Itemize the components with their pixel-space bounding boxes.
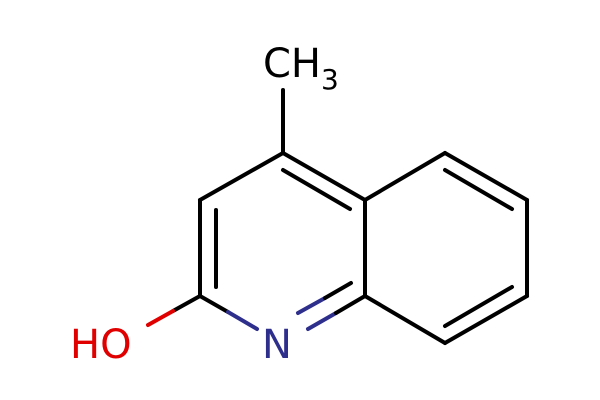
bond-c4a-c4 bbox=[281, 151, 367, 202]
methyl-subscript-text: 3 bbox=[321, 63, 339, 96]
bond-n-c8a-blue bbox=[306, 311, 338, 331]
bond-c5-c6 bbox=[443, 151, 529, 202]
bond-c2-o-red bbox=[146, 309, 175, 327]
bond-c2-n-blue bbox=[226, 310, 259, 331]
bond-n-c8a-inner-blue bbox=[296, 296, 327, 315]
bond-c4a-c4-inner bbox=[281, 168, 352, 211]
bond-c7-c8-inner bbox=[443, 285, 514, 328]
bond-c4-c3 bbox=[198, 151, 285, 202]
bond-c8-c8a bbox=[363, 294, 447, 345]
bond-c4a-c5 bbox=[363, 151, 447, 202]
bond-lines bbox=[146, 88, 529, 345]
bond-n-c8a-inner-black bbox=[323, 281, 353, 300]
methyl-main-text: CH bbox=[263, 41, 321, 87]
bond-c2-n-black bbox=[198, 294, 230, 314]
bond-c5-c6-inner bbox=[443, 168, 514, 211]
hydroxyl-label: HO bbox=[70, 322, 132, 368]
methyl-label: CH3 bbox=[263, 41, 339, 96]
bond-c7-c8 bbox=[443, 294, 529, 345]
nitrogen-label: N bbox=[262, 322, 292, 368]
bond-n-c8a-black bbox=[334, 294, 367, 315]
atom-labels: CH3 HO N bbox=[70, 41, 339, 368]
bond-c2-o-black bbox=[171, 294, 202, 313]
